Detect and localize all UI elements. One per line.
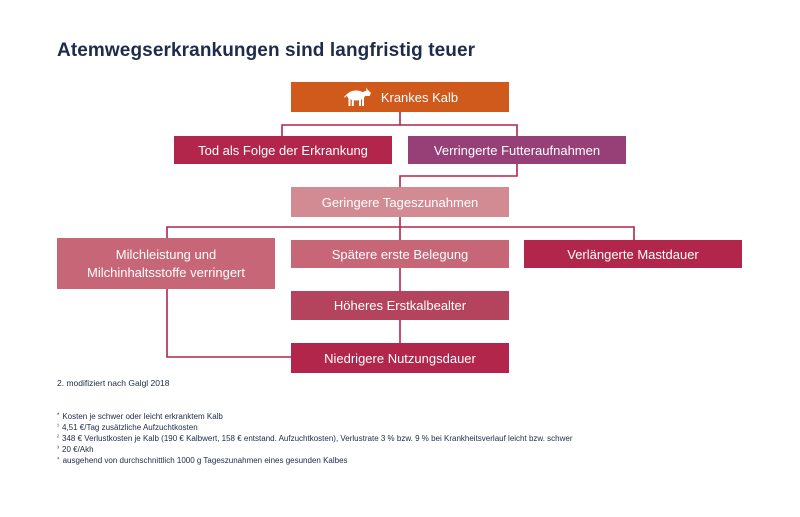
footnotes: *Kosten je schwer oder leicht erkranktem… — [57, 411, 573, 466]
node-label: Verlängerte Mastdauer — [567, 246, 699, 262]
source-note: 2. modifiziert nach Galgl 2018 — [57, 378, 170, 388]
node-label: Verringerte Futteraufnahmen — [433, 142, 601, 158]
cow-icon — [343, 87, 371, 106]
connector-milch-nutzungsdauer — [166, 289, 291, 358]
node-erstkalbealter: Höheres Erstkalbealter — [291, 291, 509, 320]
node-label: Krankes Kalb — [380, 89, 459, 105]
node-nutzungsdauer: Niedrigere Nutzungsdauer — [291, 343, 509, 373]
node-label: Spätere erste Belegung — [331, 246, 469, 262]
connector-kalb-tod-futter — [281, 124, 518, 136]
node-label: Tod als Folge der Erkrankung — [198, 142, 368, 158]
node-tod: Tod als Folge der Erkrankung — [174, 136, 392, 164]
connector-futter-tageszunahmen — [399, 164, 518, 187]
node-label-line1: Milchleistung und — [115, 246, 217, 262]
node-krankes-kalb: Krankes Kalb — [291, 82, 509, 112]
node-tageszunahmen: Geringere Tageszunahmen — [291, 187, 509, 217]
node-label: Höheres Erstkalbealter — [333, 298, 467, 313]
node-erste-belegung: Spätere erste Belegung — [291, 240, 509, 268]
footnote: *Kosten je schwer oder leicht erkranktem… — [57, 412, 223, 421]
node-futteraufnahmen: Verringerte Futteraufnahmen — [408, 136, 626, 164]
page-title: Atemwegserkrankungen sind langfristig te… — [57, 40, 476, 61]
node-mastdauer: Verlängerte Mastdauer — [524, 240, 742, 268]
node-label: Niedrigere Nutzungsdauer — [324, 350, 476, 366]
node-milchleistung: Milchleistung und Milchinhaltsstoffe ver… — [57, 238, 275, 289]
node-label: Geringere Tageszunahmen — [321, 194, 479, 210]
node-label-line2: Milchinhaltsstoffe verringert — [87, 264, 245, 280]
